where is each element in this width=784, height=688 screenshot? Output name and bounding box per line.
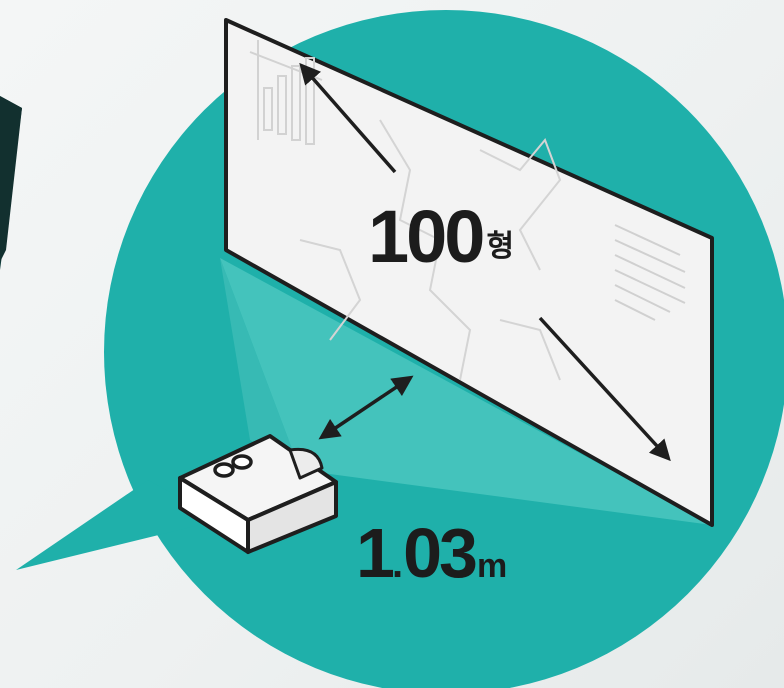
corner-decoration [0,96,22,262]
throw-distance-label: 1.03m [356,518,507,588]
throw-distance-unit: m [477,547,507,585]
throw-distance-dot: . [392,542,403,586]
throw-distance-decimal: 03 [403,514,475,592]
throw-distance-int: 1 [356,514,392,592]
screen-size-value: 100 [368,195,482,278]
screen-size-unit: 형 [486,229,514,264]
